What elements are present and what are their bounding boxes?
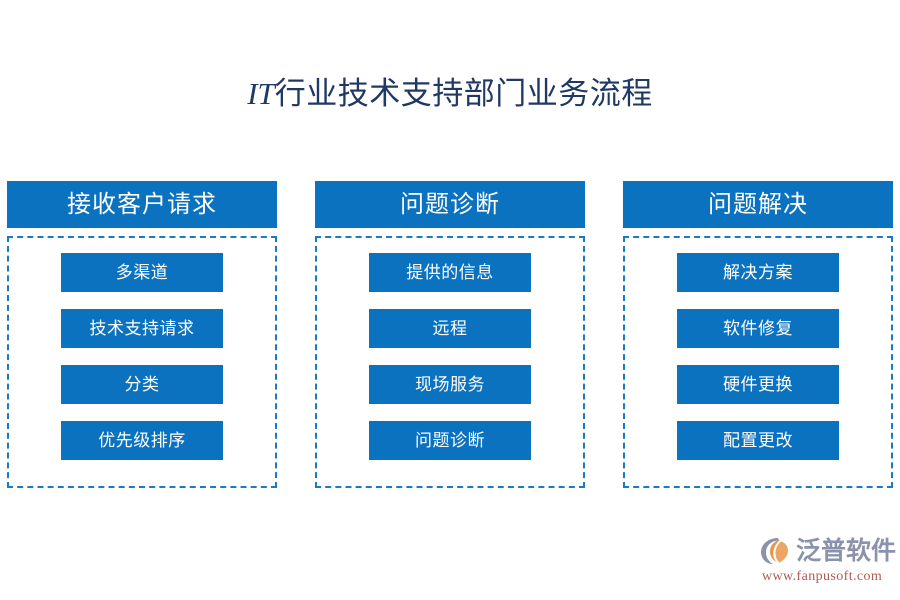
flow-item-2-1[interactable]: 提供的信息 (369, 253, 531, 292)
flow-item-2-3[interactable]: 现场服务 (369, 365, 531, 404)
flow-item-1-3[interactable]: 分类 (61, 365, 223, 404)
column-body-2: 提供的信息 远程 现场服务 问题诊断 (315, 236, 585, 488)
flow-column-2: 问题诊断 提供的信息 远程 现场服务 问题诊断 (315, 181, 585, 491)
flow-column-3: 问题解决 解决方案 软件修复 硬件更换 配置更改 (623, 181, 893, 491)
flow-item-3-1[interactable]: 解决方案 (677, 253, 839, 292)
page-title-rest: 行业技术支持部门业务流程 (274, 76, 653, 111)
flow-column-1: 接收客户请求 多渠道 技术支持请求 分类 优先级排序 (7, 181, 277, 491)
brand-watermark: 泛普软件 www.fanpusoft.com (760, 534, 896, 590)
column-header-3: 问题解决 (623, 181, 893, 228)
flow-item-2-4[interactable]: 问题诊断 (369, 421, 531, 460)
page-title: IT行业技术支持部门业务流程 (0, 74, 900, 114)
column-body-1: 多渠道 技术支持请求 分类 优先级排序 (7, 236, 277, 488)
brand-row: 泛普软件 (760, 534, 896, 568)
column-header-2: 问题诊断 (315, 181, 585, 228)
flow-item-2-2[interactable]: 远程 (369, 309, 531, 348)
flowchart-columns: 接收客户请求 多渠道 技术支持请求 分类 优先级排序 问题诊断 提供的信息 远程… (7, 181, 893, 491)
flow-item-3-3[interactable]: 硬件更换 (677, 365, 839, 404)
column-header-1: 接收客户请求 (7, 181, 277, 228)
flow-item-1-1[interactable]: 多渠道 (61, 253, 223, 292)
flow-item-1-2[interactable]: 技术支持请求 (61, 309, 223, 348)
flow-item-3-2[interactable]: 软件修复 (677, 309, 839, 348)
fanpu-swoosh-icon (760, 536, 794, 566)
flow-item-1-4[interactable]: 优先级排序 (61, 421, 223, 460)
flow-item-3-4[interactable]: 配置更改 (677, 421, 839, 460)
page-title-lead: IT (247, 76, 275, 111)
brand-name: 泛普软件 (796, 537, 897, 565)
column-body-3: 解决方案 软件修复 硬件更换 配置更改 (623, 236, 893, 488)
brand-url: www.fanpusoft.com (762, 569, 883, 584)
